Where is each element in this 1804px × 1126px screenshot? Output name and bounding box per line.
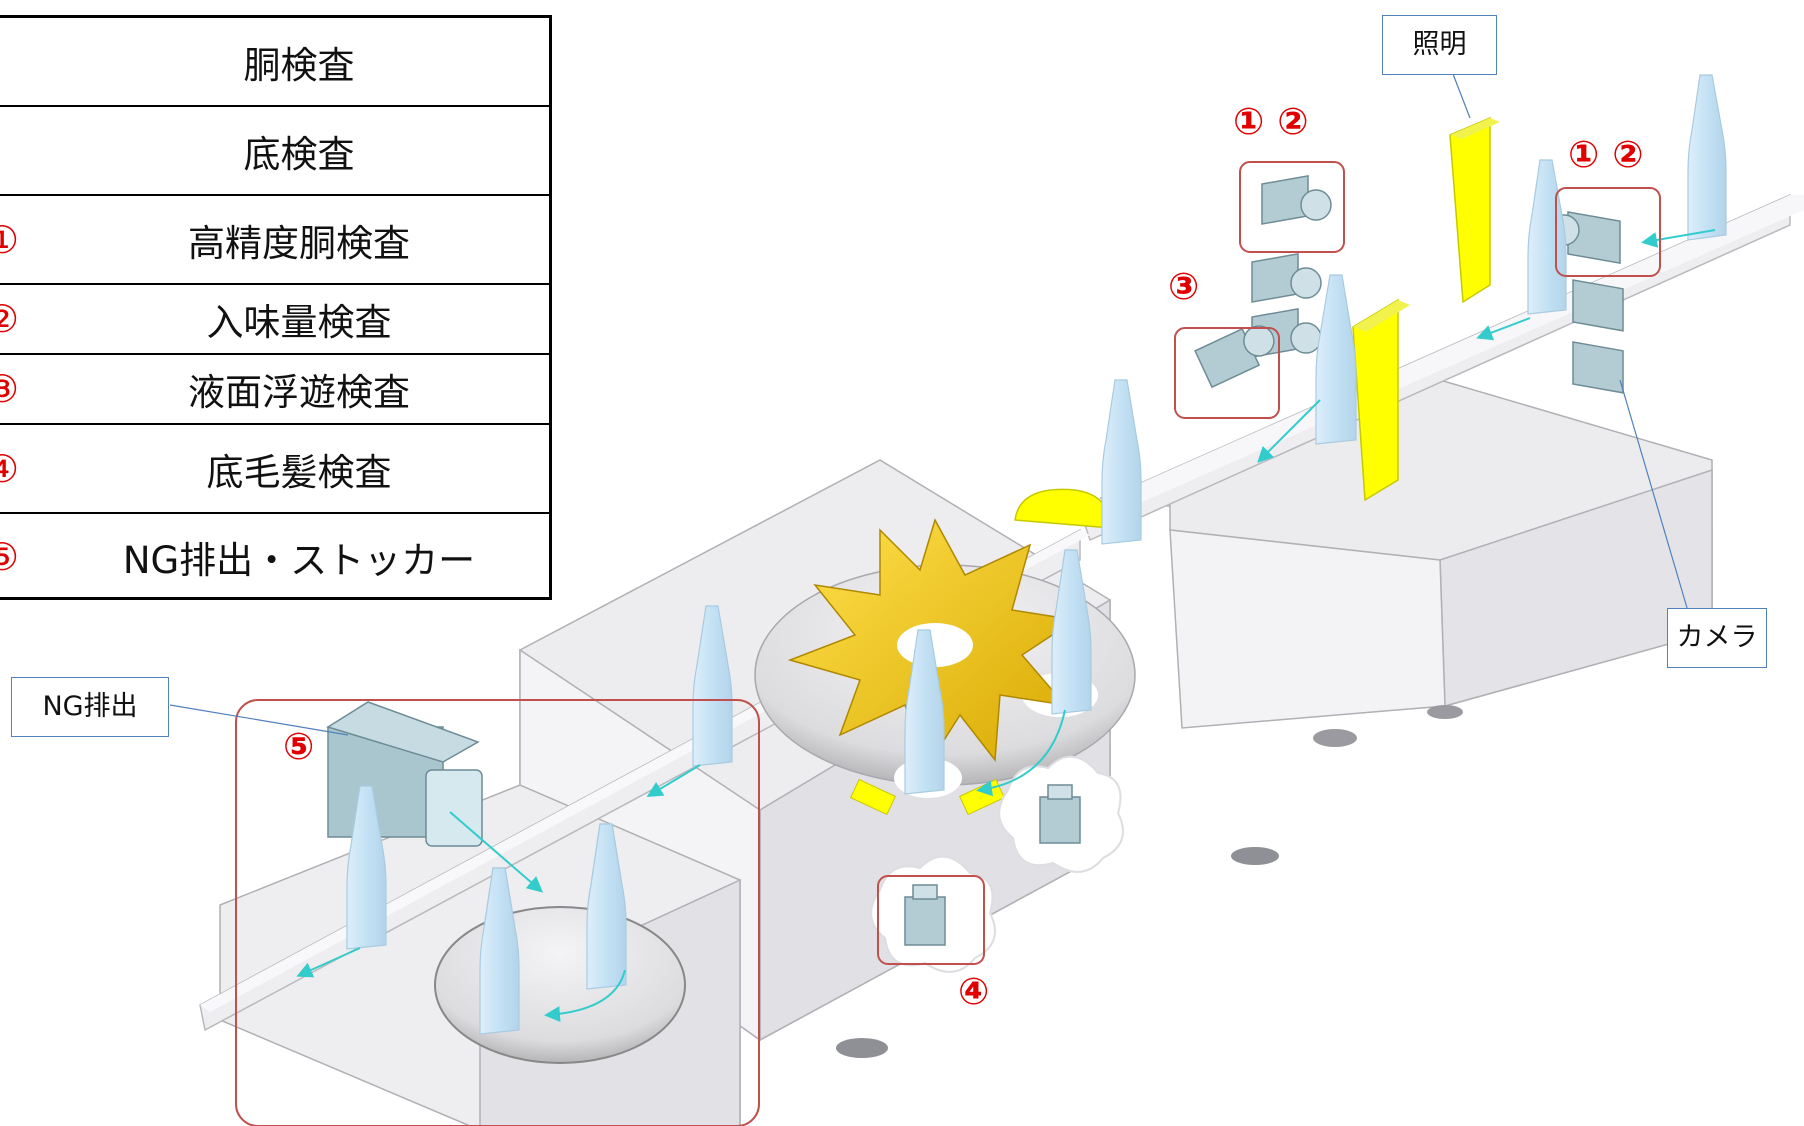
legend-number: ④ (0, 446, 20, 491)
legend-number: ③ (0, 367, 20, 411)
legend-row: ① 高精度胴検査 (0, 196, 549, 285)
marker-5: ⑤ (283, 725, 315, 768)
legend-row: ⑤ NG排出・ストッカー (0, 514, 549, 599)
lighting-callout: 照明 (1382, 15, 1497, 75)
marker-1-2-left: ① ② (1233, 100, 1309, 143)
marker-4: ④ (958, 970, 990, 1013)
legend-row: ② 入味量検査 (0, 285, 549, 355)
legend-row: 胴検査 (0, 18, 549, 107)
lighting-panels (849, 116, 1500, 816)
highlight-boxes (235, 161, 1661, 1126)
callout-leaders (169, 73, 1691, 736)
stocker-bottles (479, 823, 627, 1035)
legend-row: ③ 液面浮遊検査 (0, 355, 549, 425)
legend-row: 底検査 (0, 107, 549, 196)
legend-label: 高精度胴検査 (188, 221, 410, 265)
right-machine-base (1099, 379, 1727, 747)
legend-label: 底検査 (243, 132, 355, 176)
legend-label: 液面浮遊検査 (188, 371, 410, 414)
camera-callout: カメラ (1667, 608, 1767, 668)
legend-number: ⑤ (0, 534, 20, 579)
marker-3: ③ (1168, 265, 1200, 308)
bottom-cameras-redraw (904, 784, 1081, 946)
inspection-legend-table: 胴検査 底検査 ① 高精度胴検査 ② 入味量検査 ③ 液面浮遊検査 ④ 底毛髪検… (0, 15, 552, 600)
ng-stocker-disc (434, 906, 686, 1064)
marker-1-2-right: ① ② (1568, 133, 1644, 176)
legend-number: ① (0, 217, 20, 262)
ng-ejector-callout: NG排出 (11, 677, 169, 737)
legend-label: 底毛髪検査 (206, 450, 392, 494)
legend-label: NG排出・ストッカー (122, 538, 476, 582)
legend-label: 入味量検査 (206, 301, 392, 344)
flow-arrows (296, 229, 1716, 1023)
legend-number: ② (0, 297, 20, 341)
legend-label: 胴検査 (243, 43, 355, 87)
legend-row: ④ 底毛髪検査 (0, 425, 549, 514)
